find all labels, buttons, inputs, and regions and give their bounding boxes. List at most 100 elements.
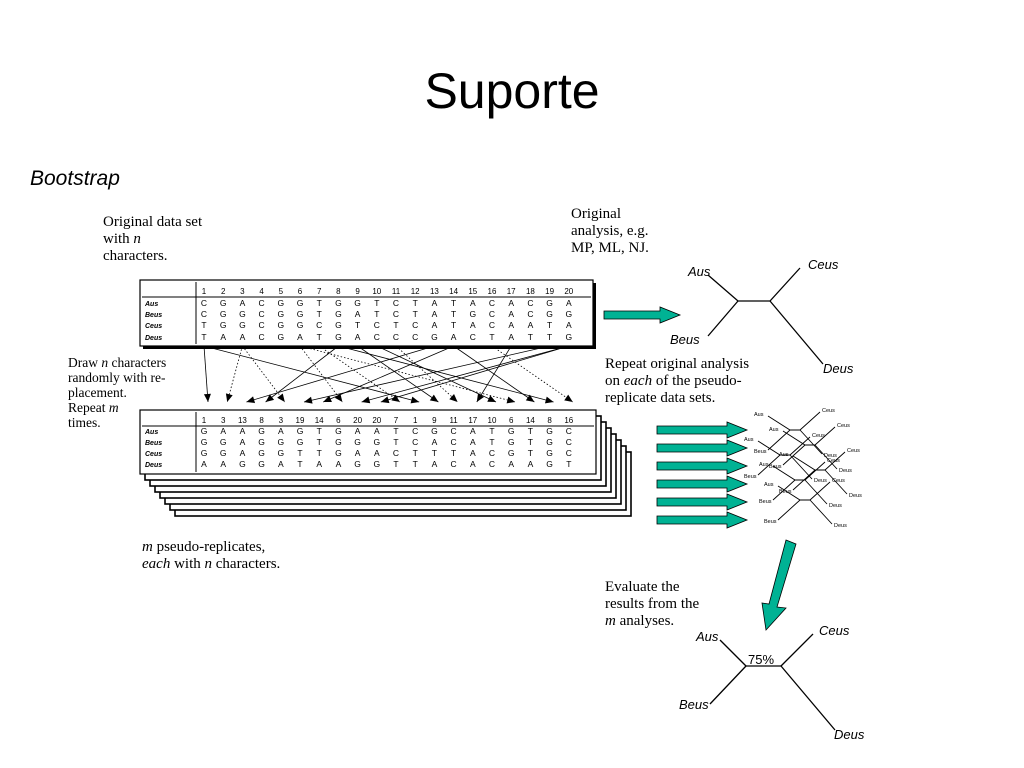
- replicate-matrix-cell: A: [240, 448, 246, 458]
- replicate-matrix-cell: A: [432, 459, 438, 469]
- replicate-tree-taxon: Aus: [764, 482, 774, 488]
- resample-line: [299, 345, 343, 403]
- replicate-matrix-cell: G: [546, 448, 553, 458]
- original-matrix-column-label: 18: [526, 287, 535, 296]
- original-matrix-cell: G: [431, 332, 438, 342]
- replicate-matrix-column-label: 14: [315, 416, 324, 425]
- original-matrix-cell: G: [277, 320, 284, 330]
- evaluate-label: Evaluate the results from the m analyses…: [605, 579, 699, 630]
- pseudo-line-1: m pseudo-replicates,: [142, 539, 266, 555]
- original-matrix-taxon-label: Deus: [145, 335, 162, 342]
- repeat-label: Repeat original analysis on each of the …: [605, 356, 749, 407]
- replicate-matrix-cell: A: [528, 459, 534, 469]
- resample-line: [203, 345, 209, 403]
- replicate-matrix-cell: T: [297, 459, 302, 469]
- replicate-matrix-taxon-label: Beus: [145, 440, 162, 447]
- original-matrix-cell: A: [566, 298, 572, 308]
- replicate-trees: AusBeusCeusDeusAusBeusCeusDeusAusBeusCeu…: [744, 408, 862, 529]
- original-matrix-column-label: 5: [279, 287, 284, 296]
- replicate-tree-taxon: Ceus: [847, 448, 860, 454]
- replicate-matrix-cell: T: [413, 448, 418, 458]
- replicate-matrix-cell: A: [470, 437, 476, 447]
- pseudo-label: m pseudo-replicates, each with n charact…: [142, 539, 280, 573]
- original-matrix-cell: C: [489, 298, 495, 308]
- original-matrix-cell: C: [527, 298, 533, 308]
- replicate-matrix-column-label: 8: [547, 416, 552, 425]
- replicate-tree-branch: [824, 469, 848, 495]
- resample-line: [491, 345, 574, 403]
- original-matrix-cell: C: [489, 309, 495, 319]
- replicate-tree-branches: [782, 426, 836, 446]
- draw-line-1: Draw n characters: [68, 355, 167, 370]
- resample-arrowhead: [380, 396, 390, 404]
- replicate-matrix-column-label: 7: [394, 416, 399, 425]
- original-matrix-column-label: 9: [355, 287, 360, 296]
- original-matrix-column-label: 6: [298, 287, 303, 296]
- original-matrix-cell: G: [546, 309, 553, 319]
- original-matrix-cell: C: [393, 309, 399, 319]
- original-tree: Aus Beus Ceus Deus: [670, 257, 854, 376]
- consensus-tree-aus: Aus: [695, 629, 719, 644]
- original-analysis-label: Original analysis, e.g. MP, ML, NJ.: [571, 206, 649, 257]
- replicate-matrix-cell: A: [355, 426, 361, 436]
- replicate-tree-branch: [757, 454, 781, 476]
- resample-line: [376, 345, 497, 403]
- resample-arrowhead: [410, 396, 420, 404]
- replicate-matrix-column-label: 19: [296, 416, 305, 425]
- replicate-matrix-cell: A: [316, 459, 322, 469]
- replicate-matrix-cell: G: [354, 437, 361, 447]
- original-matrix-cell: T: [374, 309, 379, 319]
- resample-line: [338, 345, 554, 403]
- replicate-matrix-column-label: 17: [468, 416, 477, 425]
- resample-arrowhead: [277, 393, 285, 402]
- evaluate-arrow: [761, 539, 797, 631]
- replicate-matrix-cell: G: [508, 437, 515, 447]
- replicate-tree-taxon: Deus: [834, 523, 847, 529]
- original-matrix-cell: T: [201, 320, 206, 330]
- replicate-matrix-cell: G: [354, 459, 361, 469]
- original-matrix-cell: A: [508, 332, 514, 342]
- replicate-tree-taxon: Deus: [814, 478, 827, 484]
- replicate-tree-taxon: Aus: [744, 437, 754, 443]
- original-tree-beus-branch: [707, 300, 739, 337]
- original-analysis-line-2: analysis, e.g.: [571, 223, 649, 239]
- resample-arrowhead: [476, 393, 484, 402]
- replicate-matrix-cell: G: [335, 426, 342, 436]
- original-matrix-cell: G: [335, 309, 342, 319]
- replicate-tree-branch: [789, 454, 813, 480]
- evaluate-line-2: results from the: [605, 596, 700, 612]
- replicate-matrix-taxon-label: Aus: [144, 429, 158, 436]
- replicate-matrix-column-label: 1: [413, 416, 418, 425]
- original-matrix-column-label: 2: [221, 287, 226, 296]
- replicate-matrix-cell: G: [546, 459, 553, 469]
- replicate-tree-taxon: Aus: [769, 427, 779, 433]
- original-matrix-cell: T: [374, 298, 379, 308]
- original-matrix-cell: G: [277, 309, 284, 319]
- original-matrix-column-label: 10: [372, 287, 381, 296]
- resample-arrowhead: [361, 396, 371, 404]
- replicate-matrix-taxon-label: Ceus: [145, 451, 162, 458]
- replicate-matrix-cell: T: [528, 426, 533, 436]
- original-matrix-cell: G: [335, 298, 342, 308]
- consensus-tree: Aus Beus Ceus Deus 75%: [679, 623, 865, 742]
- replicate-tree-taxon: Ceus: [837, 423, 850, 429]
- original-matrix-cell: A: [240, 298, 246, 308]
- replicate-tree-branches: [792, 451, 846, 471]
- replicate-matrix-cell: G: [201, 437, 208, 447]
- resample-line: [242, 345, 286, 403]
- resample-arrowhead: [391, 394, 400, 402]
- original-tree-deus: Deus: [823, 361, 854, 376]
- replicate-matrix-column-label: 1: [202, 416, 207, 425]
- original-matrix-cell: C: [374, 332, 380, 342]
- draw-line-5: times.: [68, 415, 101, 430]
- draw-line-4: Repeat m: [68, 400, 119, 415]
- original-matrix-cell: T: [451, 320, 456, 330]
- slide-title: Suporte: [424, 63, 600, 119]
- replicate-tree-taxon: Ceus: [832, 478, 845, 484]
- resample-arrowhead: [323, 395, 332, 403]
- replicate-matrix-cell: G: [201, 426, 208, 436]
- replicate-tree-branches: [772, 461, 826, 481]
- original-matrix-cell: A: [508, 298, 514, 308]
- original-matrix-cell: C: [374, 320, 380, 330]
